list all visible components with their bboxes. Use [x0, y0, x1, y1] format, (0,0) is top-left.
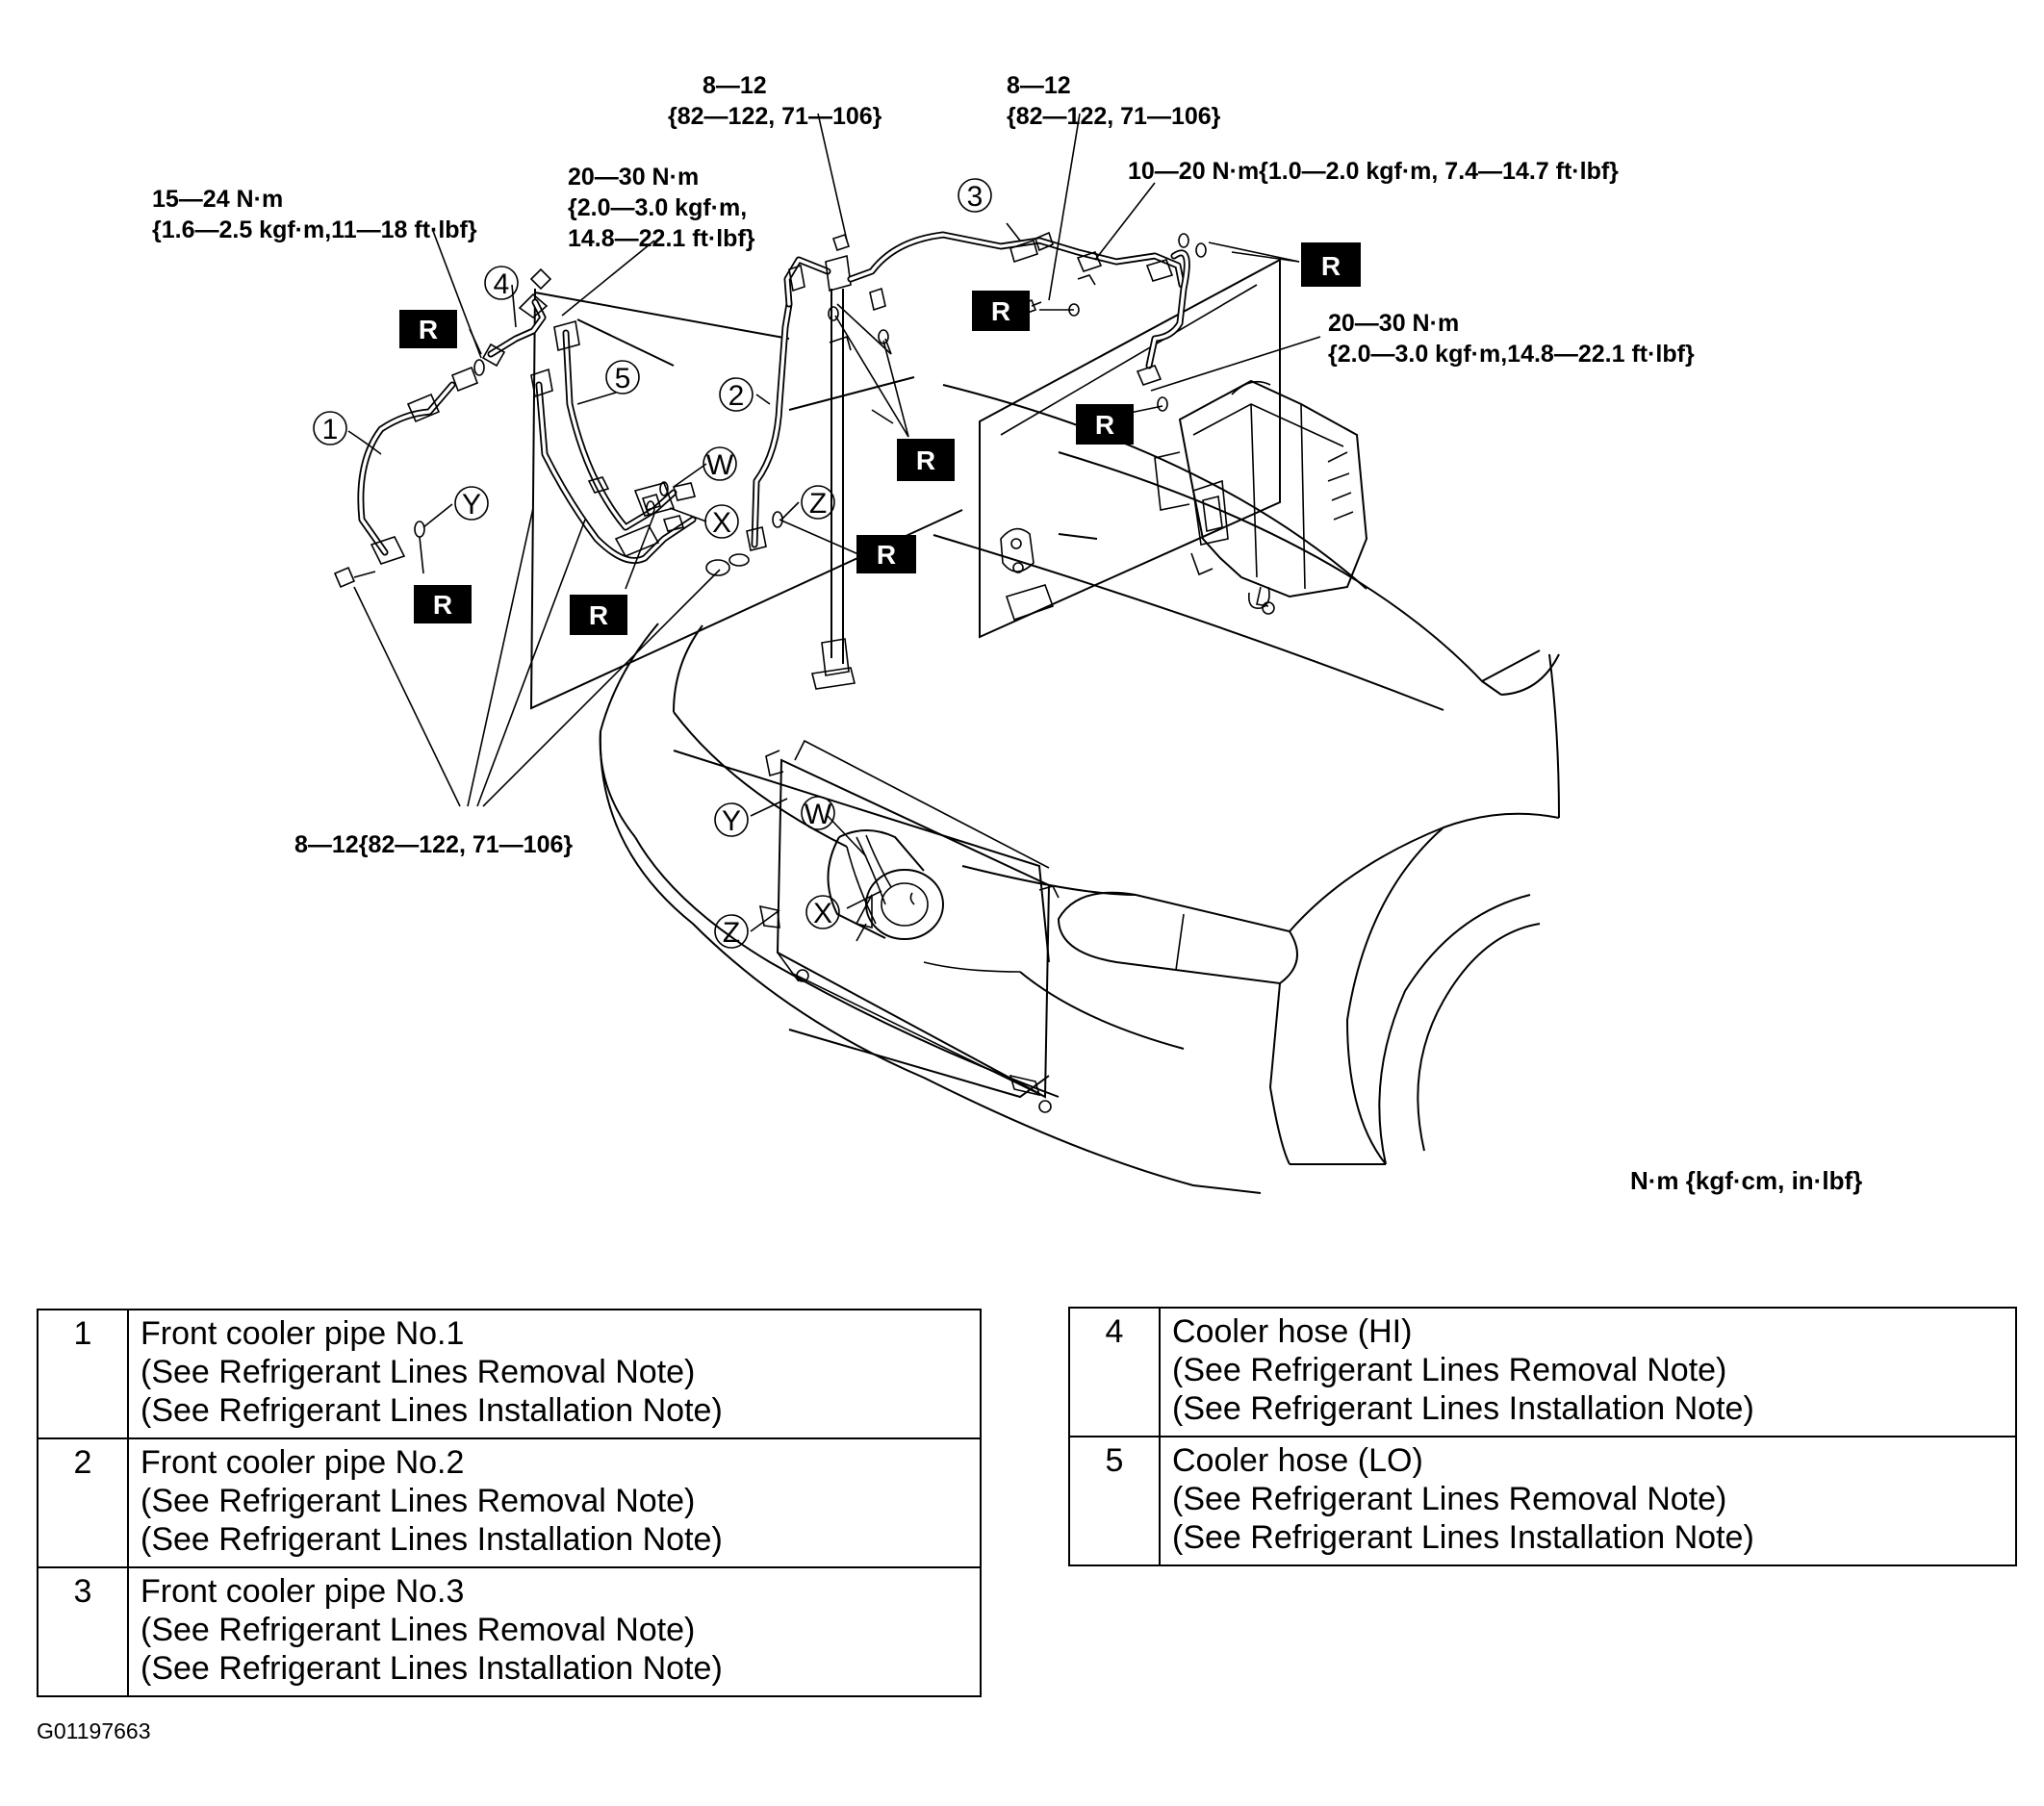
- table-row: 3 Front cooler pipe No.3 (See Refrigeran…: [37, 1566, 982, 1697]
- callout-circle-3: [958, 178, 992, 213]
- r-marker-box: [897, 439, 955, 481]
- parts-table-left: 1 Front cooler pipe No.1 (See Refrigeran…: [37, 1309, 982, 1697]
- r-marker-3: R: [589, 600, 608, 630]
- r-marker-8: R: [1321, 251, 1341, 281]
- callout-circle-4: [484, 266, 519, 300]
- installation-note: (See Refrigerant Lines Installation Note…: [141, 1650, 723, 1687]
- r-marker-7: R: [1095, 410, 1114, 440]
- callout-3: 3: [967, 181, 984, 213]
- part-name: Front cooler pipe No.1: [141, 1315, 465, 1352]
- letter-y-lower: Y: [722, 805, 741, 837]
- torque-pipe1-line2: {1.6—2.5 kgf·m,11—18 ft·lbf}: [152, 216, 477, 243]
- r-marker-1: R: [419, 315, 438, 344]
- table-row: 2 Front cooler pipe No.2 (See Refrigeran…: [37, 1437, 982, 1568]
- connection-letters: W X Y Z W X Y Z: [454, 446, 840, 949]
- part-number: 3: [37, 1566, 129, 1697]
- part-number: 5: [1068, 1436, 1161, 1566]
- part-number: 4: [1068, 1307, 1161, 1437]
- torque-bolt-a-line1: 8—12: [703, 72, 767, 99]
- units-note: N·m {kgf·cm, in·lbf}: [1630, 1166, 1862, 1195]
- r-marker-box: [1076, 404, 1134, 445]
- part-number: 2: [37, 1437, 129, 1568]
- r-marker-box: [414, 585, 472, 623]
- figure-id: G01197663: [37, 1718, 151, 1743]
- o-rings: [414, 233, 1207, 576]
- torque-pipe1-line1: 15—24 N·m: [152, 186, 283, 213]
- condenser: [758, 739, 1060, 1113]
- part-description: Cooler hose (LO) (See Refrigerant Lines …: [1159, 1436, 2017, 1566]
- torque-pipe3-joint: 10—20 N·m{1.0—2.0 kgf·m, 7.4—14.7 ft·lbf…: [1128, 158, 1619, 185]
- installation-note: (See Refrigerant Lines Installation Note…: [1172, 1519, 1754, 1556]
- table-row: 1 Front cooler pipe No.1 (See Refrigeran…: [37, 1309, 982, 1439]
- replace-markers: R R R R R R R R: [399, 242, 1361, 635]
- torque-hose-line1: 20—30 N·m: [568, 164, 699, 191]
- callout-5: 5: [615, 363, 631, 394]
- letter-z-upper: Z: [809, 488, 827, 520]
- table-row: 4 Cooler hose (HI) (See Refrigerant Line…: [1068, 1307, 2017, 1437]
- part-name: Cooler hose (LO): [1172, 1442, 1423, 1479]
- parts-table-right: 4 Cooler hose (HI) (See Refrigerant Line…: [1068, 1307, 2017, 1566]
- callout-2: 2: [728, 380, 745, 412]
- callout-1: 1: [322, 414, 339, 445]
- removal-note: (See Refrigerant Lines Removal Note): [141, 1483, 696, 1519]
- torque-specs: 15—24 N·m {1.6—2.5 kgf·m,11—18 ft·lbf} 2…: [152, 72, 1862, 1195]
- torque-lower-bolts: 8—12{82—122, 71—106}: [294, 831, 573, 858]
- r-marker-box: [856, 535, 916, 573]
- compressor: [827, 829, 944, 942]
- torque-bolt-a-line2: {82—122, 71—106}: [668, 103, 882, 130]
- callout-circle-5: [605, 360, 640, 394]
- part-description: Front cooler pipe No.1 (See Refrigerant …: [127, 1309, 982, 1439]
- torque-hose-line2: {2.0—3.0 kgf·m,: [568, 194, 747, 221]
- torque-unit-line1: 20—30 N·m: [1328, 310, 1459, 337]
- removal-note: (See Refrigerant Lines Removal Note): [1172, 1352, 1727, 1388]
- letter-z-lower: Z: [723, 917, 740, 949]
- r-marker-box: [399, 310, 457, 348]
- part-name: Front cooler pipe No.3: [141, 1573, 465, 1610]
- callout-circle-1: [313, 411, 347, 445]
- part-description: Front cooler pipe No.3 (See Refrigerant …: [127, 1566, 982, 1697]
- torque-bolt-b-line2: {82—122, 71—106}: [1007, 103, 1221, 130]
- vehicle-outline: [529, 258, 1560, 1194]
- table-row: 5 Cooler hose (LO) (See Refrigerant Line…: [1068, 1436, 2017, 1566]
- installation-note: (See Refrigerant Lines Installation Note…: [141, 1392, 723, 1429]
- r-marker-2: R: [433, 590, 452, 620]
- r-marker-box: [570, 595, 627, 635]
- r-marker-box: [1301, 242, 1361, 287]
- part-callouts: 1 2 3 4 5: [313, 178, 992, 445]
- removal-note: (See Refrigerant Lines Removal Note): [1172, 1481, 1727, 1517]
- installation-note: (See Refrigerant Lines Installation Note…: [141, 1521, 723, 1558]
- evaporator-unit: [1154, 379, 1368, 615]
- part-name: Front cooler pipe No.2: [141, 1444, 465, 1481]
- part-description: Cooler hose (HI) (See Refrigerant Lines …: [1159, 1307, 2017, 1437]
- part-description: Front cooler pipe No.2 (See Refrigerant …: [127, 1437, 982, 1568]
- letter-w-lower: W: [805, 799, 832, 830]
- removal-note: (See Refrigerant Lines Removal Note): [141, 1354, 696, 1390]
- callout-circle-2: [719, 377, 754, 412]
- part-name: Cooler hose (HI): [1172, 1313, 1413, 1350]
- letter-y-upper: Y: [462, 489, 481, 521]
- torque-unit-line2: {2.0—3.0 kgf·m,14.8—22.1 ft·lbf}: [1328, 341, 1695, 368]
- torque-hose-line3: 14.8—22.1 ft·lbf}: [568, 225, 755, 252]
- installation-note: (See Refrigerant Lines Installation Note…: [1172, 1390, 1754, 1427]
- part-number: 1: [37, 1309, 129, 1439]
- removal-note: (See Refrigerant Lines Removal Note): [141, 1612, 696, 1648]
- letter-x-upper: X: [712, 507, 731, 539]
- r-marker-5: R: [916, 445, 935, 475]
- r-marker-4: R: [877, 540, 896, 570]
- r-marker-6: R: [991, 296, 1010, 326]
- r-marker-box: [972, 291, 1030, 331]
- letter-x-lower: X: [813, 898, 832, 929]
- torque-bolt-b-line1: 8—12: [1007, 72, 1071, 99]
- leader-lines: [347, 113, 1321, 932]
- callout-4: 4: [494, 268, 510, 300]
- letter-w-upper: W: [706, 449, 734, 481]
